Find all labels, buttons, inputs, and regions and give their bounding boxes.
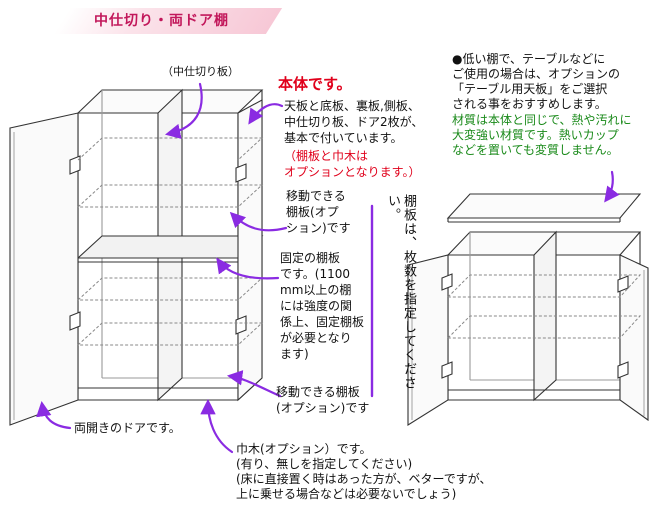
left-door — [9, 112, 79, 426]
arrow-doors — [36, 400, 72, 430]
arrow-plinth — [200, 398, 234, 454]
doors-label: 両開きのドアです。 — [74, 421, 181, 435]
right-door — [237, 99, 263, 402]
low-cabinet — [407, 230, 649, 426]
shelf-count-vertical-label: 棚板は、枚数を指定してください。 — [385, 194, 416, 390]
movable-shelves-low — [447, 274, 642, 339]
partition-label: （中仕切り板） — [162, 65, 239, 78]
low-right-door — [619, 254, 649, 422]
low-left-door — [407, 254, 449, 426]
main-body-text: 天板と底板、裏板,側板、 中仕切り板、ドア2枚が、 基本で付いています。 — [284, 99, 424, 145]
callout-arrows — [36, 82, 620, 454]
main-body-note: （棚板と巾木は オプションとなります。） — [284, 149, 421, 179]
arrow-movable-lower — [226, 370, 282, 398]
page-title: 中仕切り・両ドア棚 — [94, 13, 229, 29]
movable-shelf-upper-label: 移動できる 棚板(オプ ション)です — [286, 189, 351, 235]
table-top-material-note: 材質は本体と同じで、熱や汚れに 大変強い材質です。熱いカップ などを置いても変質… — [452, 113, 632, 157]
tall-cabinet — [9, 88, 264, 426]
main-body-heading: 本体です。 — [278, 75, 352, 93]
low-shelf-note: ●低い棚で、テーブルなどに ご使用の場合は、オプションの 「テーブル用天板」をご… — [452, 52, 621, 111]
arrow-movable-upper — [229, 211, 288, 232]
table-top-panel — [446, 193, 642, 223]
plinth-label: 巾木(オプション）です。 (有り、無しを指定してください) (床に直接置く時はあ… — [236, 442, 492, 501]
fixed-shelf-label: 固定の棚板 です。(1100 mm以上の棚 には強度の関 係上、固定棚板 が必要… — [280, 251, 365, 361]
movable-shelf-lower-label: 移動できる棚板 (オプション)です — [276, 385, 370, 415]
arrow-main-body — [248, 103, 284, 125]
arrow-table-top — [604, 170, 620, 203]
fixed-shelf — [76, 235, 264, 259]
arrow-fixed — [216, 257, 280, 280]
arrow-partition — [164, 82, 203, 139]
